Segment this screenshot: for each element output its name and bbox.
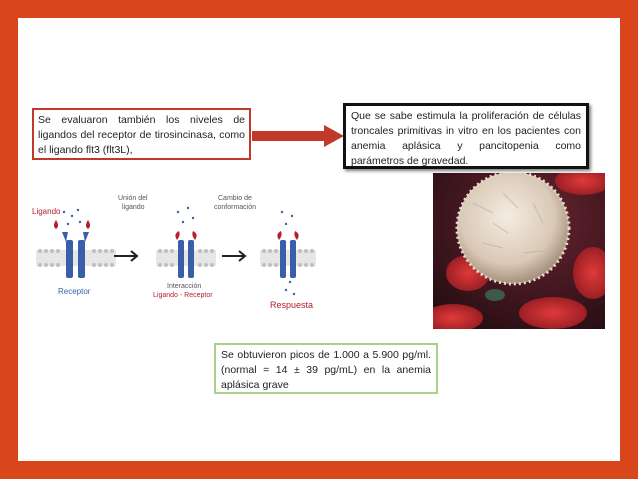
right-arrow-icon (252, 125, 344, 147)
union-label-line1: Unión del (118, 195, 148, 202)
cell-micrograph-image (433, 173, 605, 329)
step-arrow-icon-1 (114, 250, 139, 262)
receptor-2 (178, 240, 194, 278)
ligand-drop-icon (54, 220, 58, 229)
ligand-drop-icon-2 (86, 220, 90, 229)
stimulation-text-box: Que se sabe estimula la proliferación de… (343, 103, 589, 169)
union-label-line2: ligando (122, 204, 145, 211)
cambio-label-line2: conformación (214, 204, 256, 211)
membrane-3 (260, 249, 316, 267)
ligand-receptor-diagram: Ligando Receptor Unión del ligando (32, 195, 316, 310)
membrane-2 (156, 249, 216, 267)
cambio-label-line1: Cambio de (218, 195, 252, 202)
interaccion-label-line1: Interacción (167, 283, 201, 290)
receptor-3 (280, 240, 296, 278)
ligando-label: Ligando (32, 207, 61, 216)
receptor-label: Receptor (58, 287, 91, 296)
results-text-box: Se obtuvieron picos de 1.000 a 5.900 pg/… (214, 343, 438, 394)
respuesta-label: Respuesta (270, 300, 313, 310)
membrane-1 (36, 249, 116, 267)
step-arrow-icon-2 (222, 250, 247, 262)
flt3-ligand-text-box: Se evaluaron también los niveles de liga… (32, 108, 251, 160)
interaccion-label-line2: Ligando - Receptor (153, 292, 213, 299)
receptor-1 (62, 232, 89, 278)
